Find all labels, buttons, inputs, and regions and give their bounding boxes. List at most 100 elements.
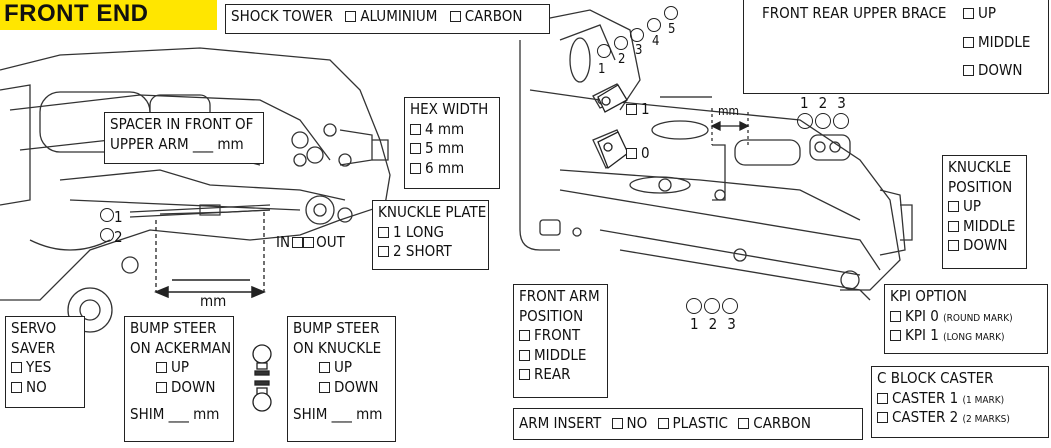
in-checkbox[interactable] [292, 237, 304, 248]
shock-position-1-label: 1 [598, 62, 606, 77]
knuckle-position-box: KNUCKLE POSITION UP MIDDLE DOWN [942, 155, 1027, 269]
hole-2-option[interactable]: 2 [100, 228, 123, 246]
aluminium-label: ALUMINIUM [360, 7, 438, 25]
mount-0-option[interactable]: 0 [626, 144, 650, 162]
knuckle-up-label: UP [963, 197, 982, 215]
shock-position-3-label: 3 [635, 43, 643, 58]
shock-position-5-label: 5 [668, 22, 676, 37]
insert-plastic-label: PLASTIC [672, 414, 728, 432]
front-arm-line2: POSITION [519, 306, 584, 325]
knuckle-plate-box: KNUCKLE PLATE 1 LONG 2 SHORT [372, 200, 489, 270]
out-checkbox[interactable] [303, 237, 315, 248]
bump-steer-ackerman-box: BUMP STEER ON ACKERMAN UP DOWN SHIM ___ … [124, 316, 234, 442]
bump-knuckle-line1: BUMP STEER [293, 319, 380, 337]
insert-plastic-checkbox[interactable] [657, 418, 669, 429]
hole-1-circle[interactable] [100, 208, 114, 222]
shock-tower-label: SHOCK TOWER [231, 7, 334, 25]
carbon-label: CARBON [464, 7, 523, 25]
hole-1-option[interactable]: 1 [100, 208, 123, 226]
bump-steer-knuckle-box: BUMP STEER ON KNUCKLE UP DOWN SHIM ___ m… [287, 316, 396, 442]
shock-tower-box: SHOCK TOWER ALUMINIUM CARBON [225, 4, 550, 34]
caster1-note: (1 MARK) [962, 394, 1005, 406]
lower-hole-2[interactable] [704, 298, 720, 314]
hex-4mm-label: 4 mm [425, 119, 465, 138]
caster2-note: (2 MARKS) [962, 414, 1010, 425]
knuckle-up-checkbox[interactable] [948, 201, 959, 212]
arm-front-checkbox[interactable] [519, 330, 530, 341]
hex-4mm-checkbox[interactable] [410, 123, 421, 135]
upper-hole-1[interactable] [797, 113, 813, 129]
insert-no-label: NO [626, 414, 648, 432]
brace-up-checkbox[interactable] [963, 8, 974, 19]
plate-short-checkbox[interactable] [378, 246, 389, 257]
hole-2-circle[interactable] [100, 228, 114, 242]
in-out-selector: IN OUT [276, 233, 345, 251]
plate-long-checkbox[interactable] [378, 226, 389, 238]
bump-ack-line1: BUMP STEER [130, 319, 217, 337]
bump-ack-up-checkbox[interactable] [156, 362, 167, 373]
kpi0-label: KPI 0 [905, 306, 939, 325]
out-label: OUT [316, 233, 345, 251]
lower-hole-3-label: 3 [727, 315, 746, 333]
insert-no-checkbox[interactable] [611, 418, 623, 429]
knuckle-down-label: DOWN [963, 236, 1008, 254]
mount-0-checkbox[interactable] [626, 148, 637, 159]
shock-position-1[interactable] [597, 44, 611, 63]
carbon-checkbox[interactable] [449, 11, 461, 22]
brace-down-checkbox[interactable] [963, 65, 974, 76]
shock-position-5[interactable] [664, 6, 678, 25]
bump-ack-up-label: UP [171, 358, 190, 376]
in-label: IN [276, 233, 291, 251]
knuckle-plate-title: KNUCKLE PLATE [378, 203, 487, 221]
hex-6mm-label: 6 mm [425, 158, 465, 177]
lower-hole-3[interactable] [722, 298, 738, 314]
shock-position-2[interactable] [614, 36, 628, 55]
bump-knuckle-up-label: UP [334, 358, 353, 376]
caster2-checkbox[interactable] [877, 412, 888, 423]
mount-0-label: 0 [641, 144, 650, 162]
kpi0-note: (ROUND MARK) [943, 312, 1013, 324]
shock-position-3[interactable] [630, 28, 644, 47]
bump-knuckle-down-label: DOWN [334, 377, 379, 396]
arm-rear-checkbox[interactable] [519, 369, 530, 380]
knuckle-pos-line2: POSITION [948, 177, 1013, 196]
servo-saver-box: SERVO SAVER YES NO [5, 316, 85, 408]
kpi-title: KPI OPTION [890, 287, 967, 305]
bump-knuckle-up-checkbox[interactable] [319, 362, 330, 373]
upper-hole-3-label: 3 [837, 94, 856, 112]
caster1-checkbox[interactable] [877, 392, 888, 404]
aluminium-checkbox[interactable] [345, 11, 357, 22]
arm-middle-label: MIDDLE [534, 345, 587, 364]
servo-no-checkbox[interactable] [11, 381, 22, 393]
caster2-label: CASTER 2 [892, 408, 959, 426]
plate-long-label: 1 LONG [393, 222, 445, 241]
knuckle-middle-checkbox[interactable] [948, 220, 959, 232]
bump-ack-down-checkbox[interactable] [156, 381, 167, 393]
hole-2-label: 2 [114, 228, 123, 246]
kpi0-checkbox[interactable] [890, 310, 901, 322]
kpi1-checkbox[interactable] [890, 330, 901, 341]
mount-mm-label: mm [718, 104, 740, 118]
lower-hole-numbers: 123 [690, 315, 746, 333]
brace-middle-checkbox[interactable] [963, 37, 974, 48]
lower-hole-circles [686, 298, 738, 319]
mount-1-checkbox[interactable] [626, 104, 637, 115]
upper-hole-2[interactable] [815, 113, 831, 129]
lower-hole-1[interactable] [686, 298, 702, 314]
hex-5mm-label: 5 mm [425, 139, 465, 157]
brace-middle-label: MIDDLE [978, 33, 1031, 51]
insert-carbon-checkbox[interactable] [738, 418, 750, 429]
hex-5mm-checkbox[interactable] [410, 143, 421, 154]
servo-yes-checkbox[interactable] [11, 362, 22, 373]
arm-middle-checkbox[interactable] [519, 349, 530, 361]
knuckle-down-checkbox[interactable] [948, 240, 959, 251]
upper-hole-3[interactable] [833, 113, 849, 129]
bump-knuckle-down-checkbox[interactable] [319, 381, 330, 393]
upper-hole-1-label: 1 [800, 94, 819, 112]
mount-1-option[interactable]: 1 [626, 100, 650, 118]
shock-position-4[interactable] [647, 18, 661, 37]
arm-insert-box: ARM INSERT NO PLASTIC CARBON [513, 408, 863, 440]
bump-knuckle-line2: ON KNUCKLE [293, 338, 382, 357]
hex-6mm-checkbox[interactable] [410, 162, 421, 174]
servo-yes-label: YES [26, 358, 52, 376]
